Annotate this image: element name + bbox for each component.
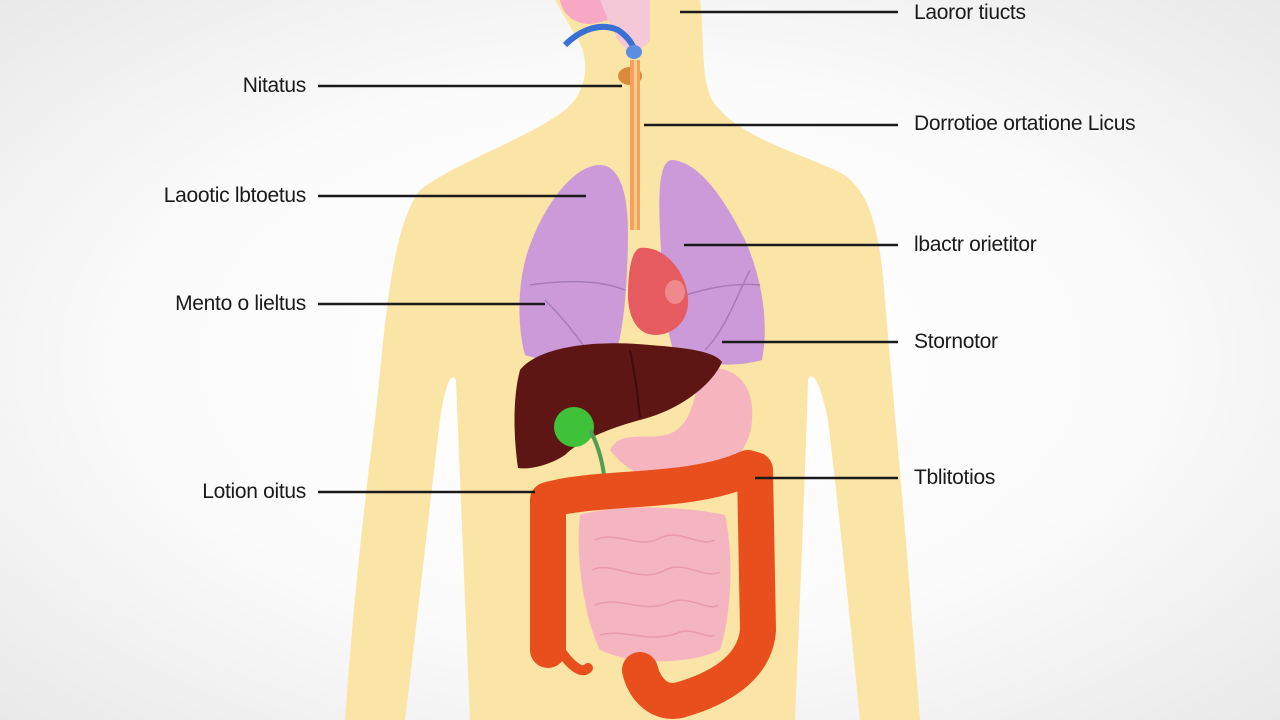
large-intestine bbox=[530, 450, 776, 719]
label-left-4: Lotion oitus bbox=[202, 480, 306, 503]
stomach bbox=[610, 368, 753, 483]
left-lung bbox=[519, 165, 628, 362]
label-left-2: Laootic lbtoetus bbox=[163, 184, 307, 207]
label-right-2: Dorrotioe ortatione Licus bbox=[914, 112, 1136, 135]
label-top-right: Laoror tiucts bbox=[914, 1, 1026, 24]
small-intestine-folds bbox=[591, 534, 721, 638]
bile-duct bbox=[588, 429, 606, 476]
heart-highlight bbox=[665, 280, 685, 304]
label-right-5: Tblitotios bbox=[914, 466, 996, 489]
gallbladder bbox=[554, 407, 594, 447]
heart bbox=[628, 247, 689, 335]
liver-lobe-line bbox=[629, 349, 641, 419]
small-intestine bbox=[578, 507, 731, 662]
esophagus-highlight bbox=[634, 60, 637, 230]
label-right-4: Stornotor bbox=[914, 330, 998, 353]
leader-lines bbox=[318, 10, 898, 494]
appendix bbox=[555, 645, 593, 676]
label-left-3: Mento o lieltus bbox=[175, 292, 306, 315]
larynx bbox=[626, 45, 642, 59]
pharynx bbox=[600, 0, 650, 51]
label-right-3: lbactr orietitor bbox=[914, 233, 1037, 256]
label-left-1: Nitatus bbox=[242, 74, 307, 97]
